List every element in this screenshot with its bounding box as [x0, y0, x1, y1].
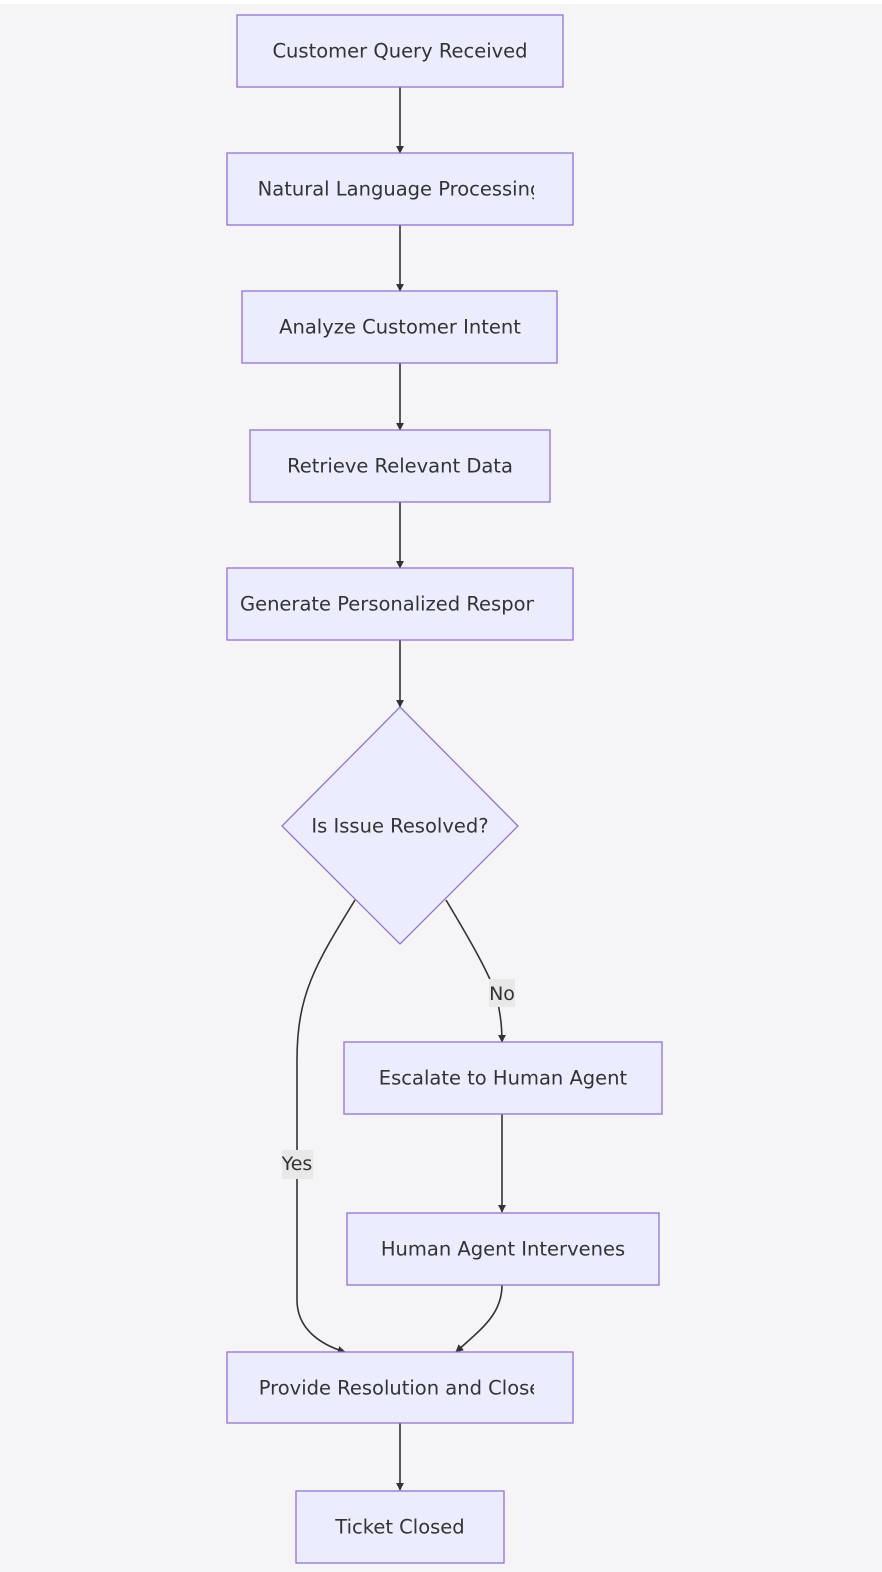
node-generate-response: Generate Personalized Response [226, 567, 574, 641]
node-nlp-label: Natural Language Processing [258, 178, 543, 201]
node-customer-query: Customer Query Received [236, 14, 564, 88]
node-is-resolved-label: Is Issue Resolved? [311, 815, 488, 838]
node-analyze-intent-label: Analyze Customer Intent [279, 316, 521, 339]
node-generate-response-label: Generate Personalized Response [240, 593, 560, 616]
node-nlp: Natural Language Processing [226, 152, 574, 226]
node-retrieve-data: Retrieve Relevant Data [249, 429, 551, 503]
edge-label-no: No [489, 979, 515, 1007]
node-retrieve-data-label: Retrieve Relevant Data [287, 455, 513, 478]
node-human-intervenes-label: Human Agent Intervenes [381, 1238, 625, 1261]
edge-label-yes: Yes [281, 1150, 313, 1179]
node-provide-resolution-label: Provide Resolution and Close [259, 1377, 542, 1400]
edge-label-yes-text: Yes [281, 1153, 313, 1175]
edge-decision-no [445, 899, 506, 1043]
node-escalate: Escalate to Human Agent [343, 1041, 663, 1115]
node-ticket-closed: Ticket Closed [295, 1490, 505, 1564]
node-human-intervenes: Human Agent Intervenes [346, 1212, 660, 1286]
edge-decision-yes [296, 899, 356, 1354]
node-analyze-intent: Analyze Customer Intent [241, 290, 558, 364]
edge-label-no-text: No [489, 983, 515, 1005]
node-provide-resolution: Provide Resolution and Close [226, 1351, 574, 1424]
node-is-resolved-decision: Is Issue Resolved? [281, 706, 519, 945]
node-escalate-label: Escalate to Human Agent [379, 1067, 628, 1090]
edge-intervenes-to-resolution [455, 1284, 503, 1353]
node-customer-query-label: Customer Query Received [272, 40, 527, 63]
node-ticket-closed-label: Ticket Closed [334, 1516, 464, 1539]
